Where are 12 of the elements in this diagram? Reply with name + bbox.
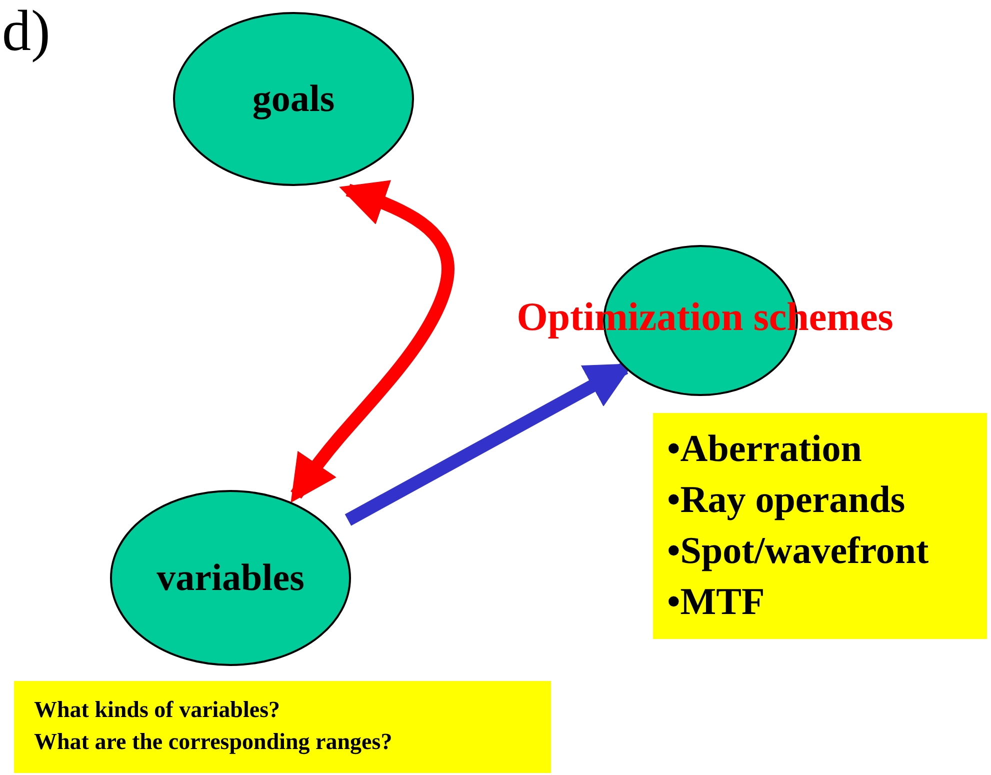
- note-box: [653, 413, 987, 639]
- list-item: •Aberration: [667, 427, 862, 471]
- panel-label: d): [2, 2, 50, 60]
- node-label: goals: [251, 77, 336, 121]
- list-item: •Spot/wavefront: [667, 529, 929, 573]
- list-item: •MTF: [667, 580, 765, 624]
- question-text: What kinds of variables?: [34, 697, 280, 723]
- node-label: variables: [156, 556, 306, 600]
- question-box: [14, 681, 551, 773]
- question-text: What are the corresponding ranges?: [34, 729, 392, 755]
- arrow: [290, 180, 454, 503]
- list-item: •Ray operands: [667, 478, 906, 522]
